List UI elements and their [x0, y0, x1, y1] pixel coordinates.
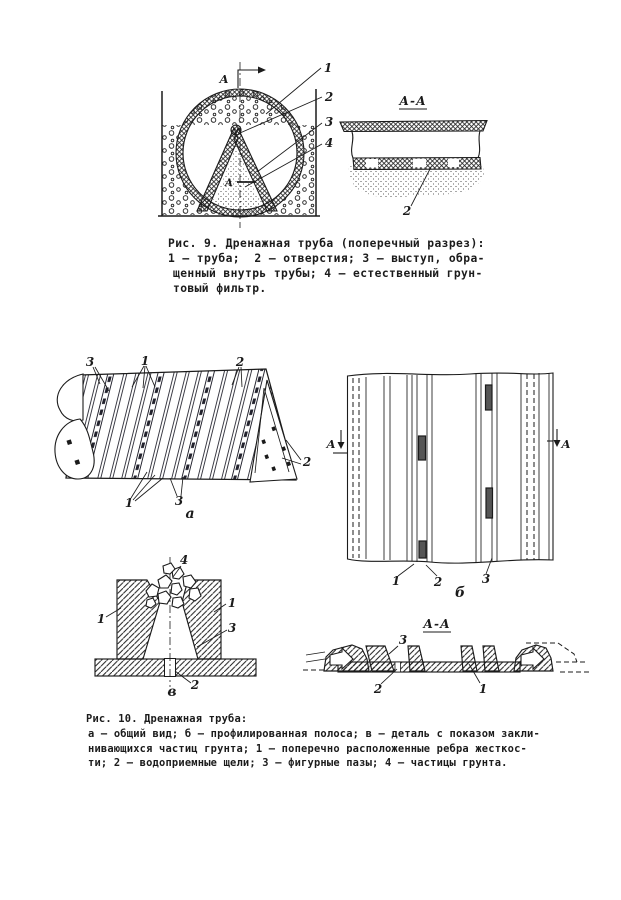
fig10-caption-line2: а – общий вид; б – профилированная полос…	[88, 727, 540, 740]
callout-3: 3	[482, 572, 490, 586]
inner-ridge	[196, 124, 278, 212]
leader-1	[468, 663, 481, 684]
section-marker-top: А	[218, 66, 266, 88]
water-slot	[394, 661, 401, 673]
section-title: А-А	[398, 94, 427, 108]
callout-3-top: 3	[86, 355, 94, 369]
right-block	[181, 579, 222, 660]
fig10-profiled-strip: А А 1 2 3 б	[325, 372, 571, 601]
fig9-cross-section-drawing: А А 1 2 3 4	[158, 61, 333, 228]
callout-1-bottom: 1	[125, 496, 133, 510]
right-interlock-hook	[513, 642, 590, 673]
section-callout-2: 2	[402, 204, 411, 218]
fig10-caption-line3: нивающихся частиц грунта; 1 – поперечно …	[88, 742, 527, 755]
marker-letter: А	[325, 437, 335, 451]
subfigure-label-b: б	[455, 585, 465, 601]
callout-1: 1	[479, 682, 487, 696]
callout-4: 4	[180, 553, 188, 567]
fig9-caption-line1: Рис. 9. Дренажная труба (поперечный разр…	[168, 237, 485, 250]
fig9-caption-line2: 1 – труба; 2 – отверстия; 3 – выступ, об…	[168, 252, 485, 265]
broken-end	[54, 373, 95, 480]
callout-leaders	[105, 565, 228, 684]
callout-3-bottom: 3	[175, 494, 183, 508]
fig10-section-a-a: А-А 3 2 1	[303, 617, 590, 696]
right-rib-lines	[520, 373, 550, 560]
callout-2: 2	[373, 682, 382, 696]
callout-1-left: 1	[97, 612, 105, 626]
callout-leaders	[239, 67, 323, 188]
soil-box	[158, 89, 320, 217]
leader-1	[397, 563, 415, 577]
fig10-detail-view: 4 1 1 3 2 в	[94, 553, 257, 700]
marker-letter: А	[224, 178, 233, 189]
callout-3: 3	[228, 621, 236, 635]
marker-letter: А	[218, 72, 228, 86]
subfigure-label-v: в	[167, 684, 176, 700]
left-interlock-hook	[303, 644, 370, 672]
leader-2	[410, 166, 432, 207]
center-rib-lines	[406, 375, 433, 562]
section-marker-right: А	[547, 429, 571, 451]
callout-1: 1	[324, 61, 332, 75]
subfigure-label-a: а	[185, 506, 194, 522]
stiffening-ribs	[365, 645, 500, 672]
callout-2-top: 2	[235, 355, 244, 369]
section-marker-inner: А	[224, 178, 256, 189]
leader-2	[380, 668, 398, 685]
leader-3	[485, 557, 493, 575]
leader-3	[388, 645, 399, 655]
fig9-section-a-a-drawing: А-А 2	[339, 94, 488, 218]
right-break-edge	[477, 130, 481, 159]
water-slot	[417, 435, 427, 461]
marker-letter: А	[560, 437, 570, 451]
strip-outline	[346, 372, 554, 564]
fig9-caption-line4: товый фильтр.	[173, 282, 267, 295]
soil-fill	[162, 89, 316, 217]
fig9-caption-line3: щенный внутрь трубы; 4 – естественный гр…	[173, 267, 483, 280]
leader-2	[425, 564, 438, 577]
callout-1-top: 1	[141, 354, 149, 368]
water-slot	[418, 540, 427, 559]
callout-3: 3	[325, 115, 333, 129]
left-break-edge	[351, 131, 354, 159]
callout-4: 4	[325, 136, 333, 150]
left-rib-lines	[352, 376, 391, 560]
callout-1: 1	[392, 574, 400, 588]
fig10-pipe-general-view: 3 1 2 2 1 3 а	[54, 354, 311, 522]
fig9-caption: Рис. 9. Дренажная труба (поперечный разр…	[168, 236, 485, 296]
callout-1-right: 1	[228, 596, 236, 610]
soil-filter-stipple	[348, 163, 484, 198]
section-marker-left: А	[325, 430, 347, 454]
callout-2: 2	[190, 678, 199, 692]
water-slots	[366, 158, 459, 168]
fig10-caption-line4: ти; 2 – водоприемные щели; 3 – фигурные …	[88, 757, 508, 770]
section-title: А-А	[422, 617, 451, 631]
water-slot	[484, 384, 493, 411]
callout-2-right: 2	[302, 455, 311, 469]
fig10-caption-line1: Рис. 10. Дренажная труба:	[86, 713, 248, 725]
soil-particles	[145, 562, 202, 609]
fig10-caption: Рис. 10. Дренажная труба: а – общий вид;…	[86, 712, 540, 771]
callout-leaders	[92, 365, 302, 502]
callout-3: 3	[399, 633, 407, 647]
pipe-top-wall	[339, 119, 488, 133]
callout-2: 2	[324, 90, 333, 104]
water-slot	[485, 487, 494, 519]
strip-end-triangle	[249, 379, 298, 483]
right-center-rib-lines	[475, 373, 498, 562]
callout-2: 2	[433, 575, 442, 589]
